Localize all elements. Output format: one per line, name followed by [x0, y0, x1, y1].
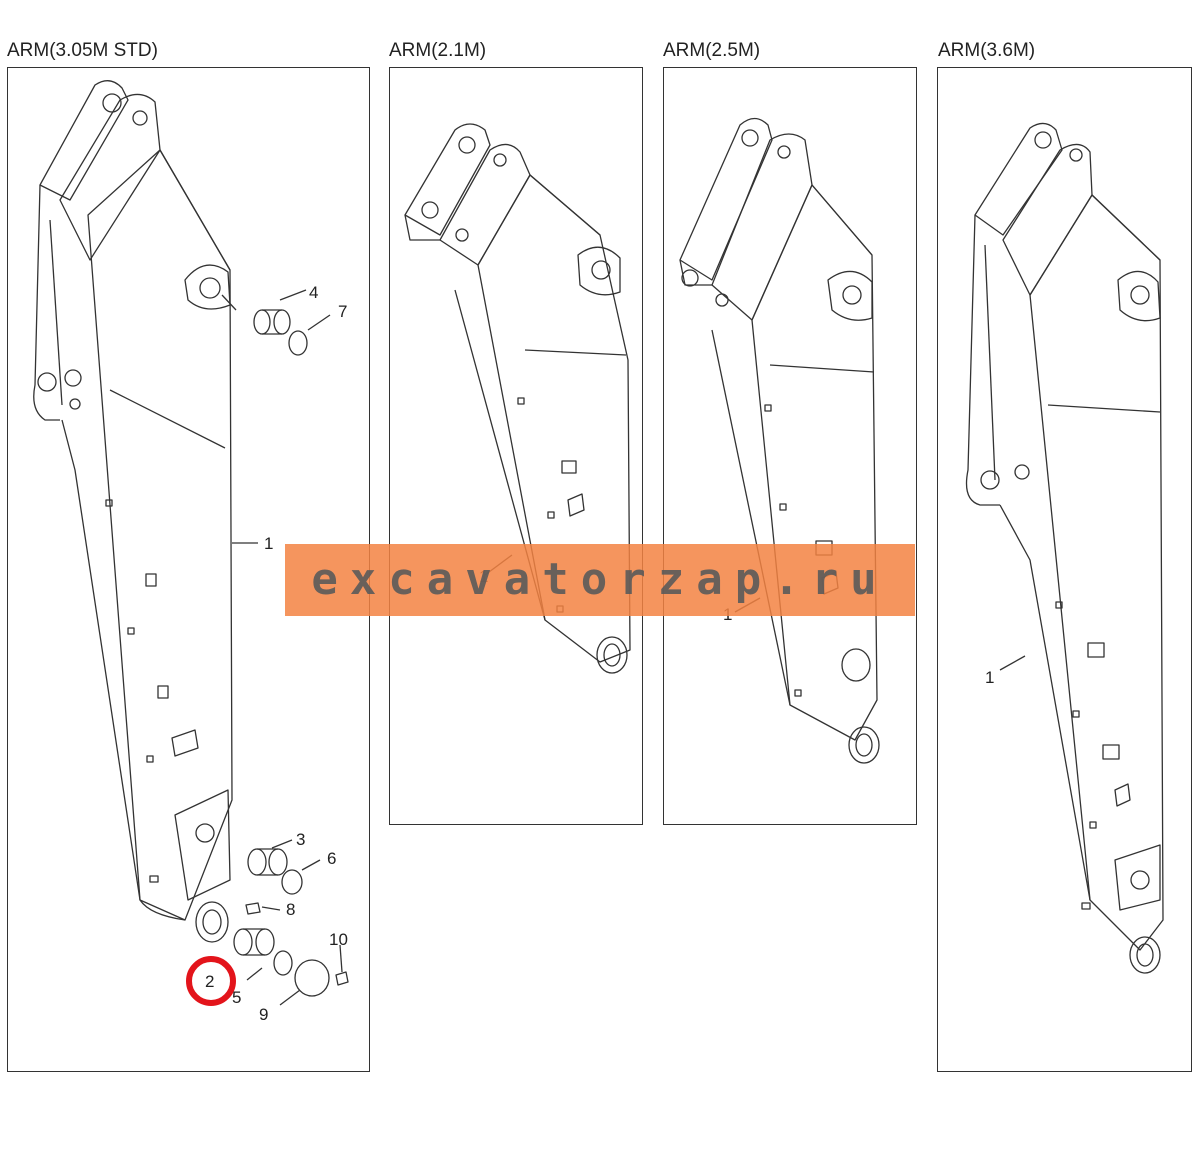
highlight-circle	[186, 956, 236, 1006]
callout-7: 7	[338, 302, 347, 321]
part-ring-5	[273, 950, 293, 976]
diagram-title-3-6m: ARM(3.6M)	[938, 40, 1036, 61]
part-plate-9	[294, 959, 330, 997]
callout-9: 9	[259, 1005, 268, 1024]
callout-10: 10	[329, 930, 348, 949]
panel-arm-2-1m	[389, 67, 643, 825]
arm-2-5m-drawing	[679, 117, 880, 764]
watermark-text: excavatorzap.ru	[311, 554, 889, 605]
diagram-title-2-5m: ARM(2.5M)	[663, 40, 761, 61]
part-bushing-4	[253, 309, 291, 335]
part-fitting-8	[245, 902, 261, 915]
callout-1: 1	[264, 534, 273, 553]
arm-3-05m-drawing	[33, 80, 349, 1006]
callout-6: 6	[327, 849, 336, 868]
panel-arm-3-6m	[937, 67, 1192, 1072]
watermark-banner: excavatorzap.ru	[285, 544, 915, 616]
arm-3-6m-drawing	[965, 122, 1164, 974]
callout-4: 4	[309, 283, 318, 302]
arm-2-1m-drawing	[404, 123, 631, 674]
callout-2: 2	[205, 972, 214, 991]
diagram-title-3-05m-std: ARM(3.05M STD)	[7, 40, 158, 61]
callout-3: 3	[296, 830, 305, 849]
part-bolt-10	[335, 971, 349, 986]
callout-8: 8	[286, 900, 295, 919]
callout-1-arm-3-6m: 1	[985, 668, 994, 687]
part-ring-6	[281, 869, 303, 895]
callout-5: 5	[232, 988, 241, 1007]
diagram-title-2-1m: ARM(2.1M)	[389, 40, 487, 61]
part-ring-7	[288, 330, 308, 356]
part-bushing-3	[247, 848, 288, 876]
part-bushing-2	[233, 928, 275, 956]
